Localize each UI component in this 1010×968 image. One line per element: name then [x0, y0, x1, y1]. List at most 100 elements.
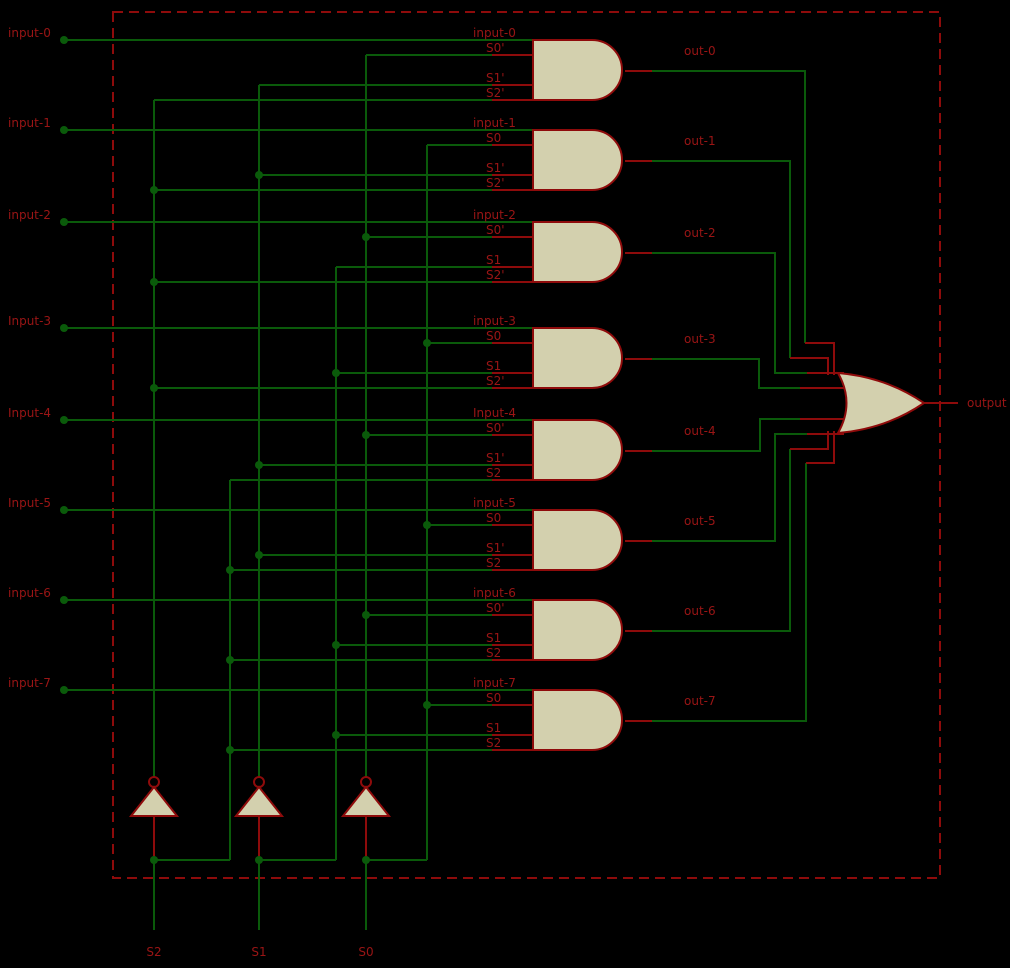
out-net-7[interactable]: out-7: [652, 463, 807, 722]
and-gate-body[interactable]: [532, 221, 623, 283]
gate-pin-label[interactable]: S1': [486, 451, 505, 465]
input-label-6[interactable]: input-6: [8, 586, 51, 600]
gate-pin-label[interactable]: S1: [486, 631, 501, 645]
output-label[interactable]: output: [967, 396, 1007, 410]
input-net-6[interactable]: input-6: [8, 586, 533, 604]
gate-pin-label[interactable]: S0': [486, 41, 505, 55]
gate-pin-label[interactable]: S1': [486, 161, 505, 175]
gate-pin-label[interactable]: S2: [486, 466, 501, 480]
gate-net-label[interactable]: input-6: [473, 586, 516, 600]
gate-net-label[interactable]: Input-4: [473, 406, 516, 420]
input-label-7[interactable]: input-7: [8, 676, 51, 690]
gate-pin-label[interactable]: S2: [486, 556, 501, 570]
input-net-3[interactable]: Input-3: [8, 314, 533, 332]
bus-s1[interactable]: [258, 266, 492, 930]
gate-net-label[interactable]: input-2: [473, 208, 516, 222]
input-label-5[interactable]: Input-5: [8, 496, 51, 510]
gate-pin-label[interactable]: S2: [486, 646, 501, 660]
gate-pin-label[interactable]: S1': [486, 541, 505, 555]
or-gate-body[interactable]: [836, 371, 926, 435]
gate-net-label[interactable]: input-3: [473, 314, 516, 328]
and-gate-body[interactable]: [532, 419, 623, 481]
and-gate-body[interactable]: [532, 327, 623, 389]
gate-pin-label[interactable]: S2': [486, 86, 505, 100]
gate-pin-label[interactable]: S0': [486, 421, 505, 435]
gate-net-label[interactable]: input-7: [473, 676, 516, 690]
out-label-5[interactable]: out-5: [684, 514, 716, 528]
and-gate-0[interactable]: input-0 S0' S1' S2': [473, 26, 652, 101]
gate-pin-label[interactable]: S2': [486, 176, 505, 190]
select-label-s2[interactable]: S2: [146, 945, 161, 959]
gate-pin-label[interactable]: S0: [486, 329, 501, 343]
out-net-4[interactable]: out-4: [652, 418, 800, 452]
input-net-5[interactable]: Input-5: [8, 496, 533, 514]
input-net-7[interactable]: input-7: [8, 676, 533, 694]
bus-s2-not[interactable]: [150, 99, 492, 777]
out-net-0[interactable]: out-0: [652, 44, 806, 343]
input-net-1[interactable]: input-1: [8, 116, 533, 134]
not-gate-body[interactable]: [340, 785, 392, 817]
and-gate-7[interactable]: input-7 S0 S1 S2: [473, 676, 652, 751]
gate-pin-label[interactable]: S0': [486, 601, 505, 615]
and-gate-body[interactable]: [532, 509, 623, 571]
out-net-5[interactable]: out-5: [652, 433, 807, 542]
out-label-4[interactable]: out-4: [684, 424, 716, 438]
out-label-6[interactable]: out-6: [684, 604, 716, 618]
out-net-1[interactable]: out-1: [652, 134, 791, 358]
input-net-2[interactable]: input-2: [8, 208, 533, 226]
out-label-3[interactable]: out-3: [684, 332, 716, 346]
out-net-3[interactable]: out-3: [652, 332, 800, 389]
input-net-0[interactable]: input-0: [8, 26, 533, 44]
and-gate-4[interactable]: Input-4 S0' S1' S2: [473, 406, 652, 481]
out-label-1[interactable]: out-1: [684, 134, 716, 148]
gate-pin-label[interactable]: S0: [486, 691, 501, 705]
gate-pin-label[interactable]: S2: [486, 736, 501, 750]
and-gate-1[interactable]: input-1 S0 S1' S2': [473, 116, 652, 191]
input-label-1[interactable]: input-1: [8, 116, 51, 130]
gate-net-label[interactable]: input-5: [473, 496, 516, 510]
or-gate[interactable]: output: [790, 342, 1007, 464]
and-gate-2[interactable]: input-2 S0' S1 S2': [473, 208, 652, 283]
and-gate-body[interactable]: [532, 689, 623, 751]
not-gate-s2[interactable]: S2: [128, 776, 180, 959]
gate-pin-label[interactable]: S2': [486, 268, 505, 282]
input-label-0[interactable]: input-0: [8, 26, 51, 40]
select-label-s1[interactable]: S1: [251, 945, 266, 959]
junction-dot: [255, 171, 263, 179]
select-label-s0[interactable]: S0: [358, 945, 373, 959]
gate-net-label[interactable]: input-0: [473, 26, 516, 40]
and-gate-3[interactable]: input-3 S0 S1 S2': [473, 314, 652, 389]
gate-pin-label[interactable]: S0: [486, 131, 501, 145]
gate-pin-label[interactable]: S0': [486, 223, 505, 237]
and-gate-body[interactable]: [532, 39, 623, 101]
and-gate-body[interactable]: [532, 129, 623, 191]
bus-s1-not[interactable]: [255, 84, 492, 777]
input-label-4[interactable]: Input-4: [8, 406, 51, 420]
bus-s0[interactable]: [365, 144, 492, 930]
gate-pin-label[interactable]: S1: [486, 721, 501, 735]
and-gate-body[interactable]: [532, 599, 623, 661]
gate-pin-label[interactable]: S1: [486, 359, 501, 373]
and-gate-5[interactable]: input-5 S0 S1' S2: [473, 496, 652, 571]
not-gate-body[interactable]: [128, 785, 180, 817]
out-label-0[interactable]: out-0: [684, 44, 716, 58]
gate-net-label[interactable]: input-1: [473, 116, 516, 130]
not-gate-s0[interactable]: S0: [340, 776, 392, 959]
gate-pin-label[interactable]: S1: [486, 253, 501, 267]
out-net-2[interactable]: out-2: [652, 226, 807, 374]
not-gate-body[interactable]: [233, 785, 285, 817]
input-net-4[interactable]: Input-4: [8, 406, 533, 424]
input-label-2[interactable]: input-2: [8, 208, 51, 222]
gate-pin-label[interactable]: S0: [486, 511, 501, 525]
and-gate-pins: [492, 144, 652, 191]
input-label-3[interactable]: Input-3: [8, 314, 51, 328]
out-label-7[interactable]: out-7: [684, 694, 716, 708]
out-net-6[interactable]: out-6: [652, 449, 791, 632]
and-gate-6[interactable]: input-6 S0' S1 S2: [473, 586, 652, 661]
gate-pin-label[interactable]: S1': [486, 71, 505, 85]
bus-s2[interactable]: [153, 479, 492, 930]
gate-pin-label[interactable]: S2': [486, 374, 505, 388]
out-label-2[interactable]: out-2: [684, 226, 716, 240]
not-gate-s1[interactable]: S1: [233, 776, 285, 959]
bus-s0-not[interactable]: [362, 54, 492, 777]
